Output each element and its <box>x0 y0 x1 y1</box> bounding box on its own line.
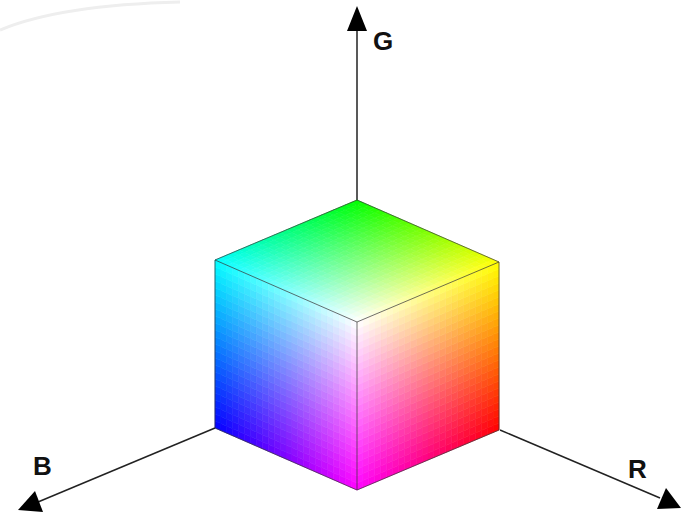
axis-label: B <box>33 453 52 479</box>
g-axis-line <box>356 30 358 210</box>
color-cube <box>215 200 499 490</box>
cube-edge <box>357 200 499 262</box>
cube-edge <box>357 262 499 322</box>
cube-edge <box>215 200 357 260</box>
axis-label: R <box>628 456 647 482</box>
background-arc <box>0 2 180 30</box>
cube-edge <box>499 262 500 430</box>
cube-edges <box>215 200 499 490</box>
axis-label: G <box>373 28 393 54</box>
axes <box>18 6 681 512</box>
cube-edge <box>357 430 499 490</box>
r-axis-arrowhead <box>657 488 681 509</box>
b-axis-arrowhead <box>18 491 43 512</box>
r-axis-line <box>500 430 660 498</box>
cube-edge <box>357 322 358 490</box>
cube-edge <box>215 260 357 322</box>
g-axis-arrowhead <box>347 6 367 31</box>
cube-edge <box>215 428 357 490</box>
cube-edge <box>215 260 216 428</box>
b-axis-line <box>38 428 215 502</box>
